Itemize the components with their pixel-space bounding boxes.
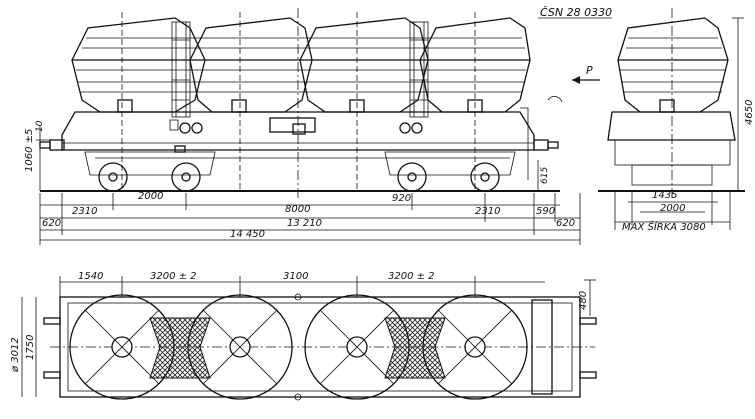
dim-top-3100: 3100 — [283, 271, 308, 282]
dim-1435: 1435 — [652, 190, 677, 201]
dim-13210: 13 210 — [287, 218, 322, 229]
plan-view — [43, 293, 597, 401]
end-view-dimension-labels: 4650 1435 2000 MAX ŠÍRKA 3080 — [622, 100, 755, 233]
dim-max-width: MAX ŠÍRKA 3080 — [622, 220, 706, 233]
ladders — [121, 8, 476, 200]
walkway-grating-right — [384, 317, 446, 379]
brake-handle — [520, 107, 529, 180]
dim-480: 480 — [578, 291, 589, 310]
hopper-spokes — [84, 309, 513, 385]
dim-height-left-sub: 10 — [35, 120, 45, 132]
dim-dia-3012: ø 3012 — [10, 337, 21, 373]
side-dimension-labels: 1060 ±5 10 615 920 2000 2310 8000 2310 5… — [24, 120, 575, 240]
dim-top-3200-left: 3200 ± 2 — [150, 271, 197, 282]
side-elevation-view — [39, 8, 563, 200]
dim-590: 590 — [536, 206, 555, 217]
dim-2310-right: 2310 — [475, 206, 500, 217]
dim-920: 920 — [392, 193, 411, 204]
underframe — [39, 111, 559, 176]
dim-14450: 14 450 — [230, 229, 265, 240]
dim-8000: 8000 — [285, 204, 310, 215]
hopper-bodies — [71, 17, 531, 113]
dim-620-right: 620 — [556, 218, 575, 229]
dim-overall-height: 4650 — [744, 100, 755, 125]
plan-view-dimension-labels: 1540 3200 ± 2 3100 3200 ± 2 480 ø 3012 1… — [10, 271, 589, 373]
dim-620-left: 620 — [42, 218, 61, 229]
side-dimensions — [36, 125, 581, 245]
dim-end-2000: 2000 — [660, 203, 685, 214]
end-view-dimensions — [614, 192, 731, 230]
dim-615: 615 — [540, 167, 550, 184]
dim-2310-left: 2310 — [72, 206, 97, 217]
plan-view-dimensions — [21, 276, 596, 397]
dim-2000: 2000 — [138, 191, 163, 202]
dim-top-3200-right: 3200 ± 2 — [388, 271, 435, 282]
dim-1750: 1750 — [25, 335, 36, 360]
end-view — [598, 8, 745, 200]
standard-label: ČSN 28 0330 — [540, 6, 612, 19]
side-wheels — [98, 162, 500, 192]
direction-label: P — [586, 64, 593, 77]
direction-arrow: P — [572, 64, 600, 84]
dim-top-1540: 1540 — [78, 271, 103, 282]
walkway-grating-left — [149, 317, 211, 379]
dim-height-left: 1060 ±5 — [24, 129, 35, 172]
